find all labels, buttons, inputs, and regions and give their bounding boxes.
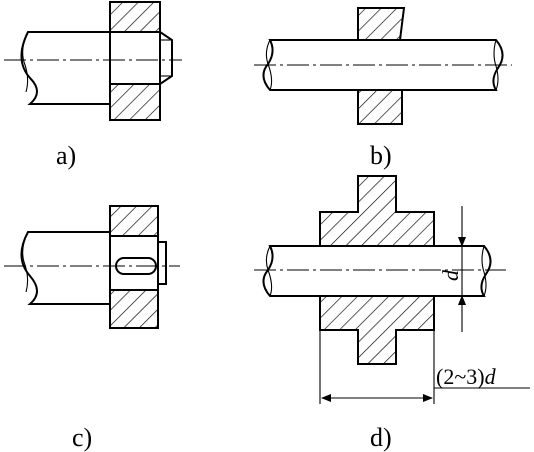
label-b: b) [370,141,392,170]
shaft-c [20,231,110,305]
shaft-a-break [22,31,29,93]
hub-d-top [319,175,435,247]
hub-b-bottom [357,89,403,125]
dim-length-label: (2~3)d [436,364,497,389]
shaft-a-chamfer [159,31,173,85]
label-d: d) [370,423,392,452]
hub-a-top [109,1,161,33]
hub-a-bore [109,31,161,85]
dim-diameter-label: d [438,269,463,281]
view-c-keyed-end: c) [4,205,180,452]
hub-b-top [357,7,406,41]
hub-a-bottom [109,83,161,121]
view-d-hub-proportions: d (2~3)d d) [254,175,530,452]
label-c: c) [72,423,92,452]
hub-c-top [109,205,159,237]
hub-c-bottom [109,289,159,329]
shaft-a [20,31,110,105]
hub-d-bottom [319,295,435,365]
label-a: a) [56,141,76,170]
view-b-through-shaft: b) [254,7,512,170]
view-a-threaded-end: a) [4,1,182,170]
